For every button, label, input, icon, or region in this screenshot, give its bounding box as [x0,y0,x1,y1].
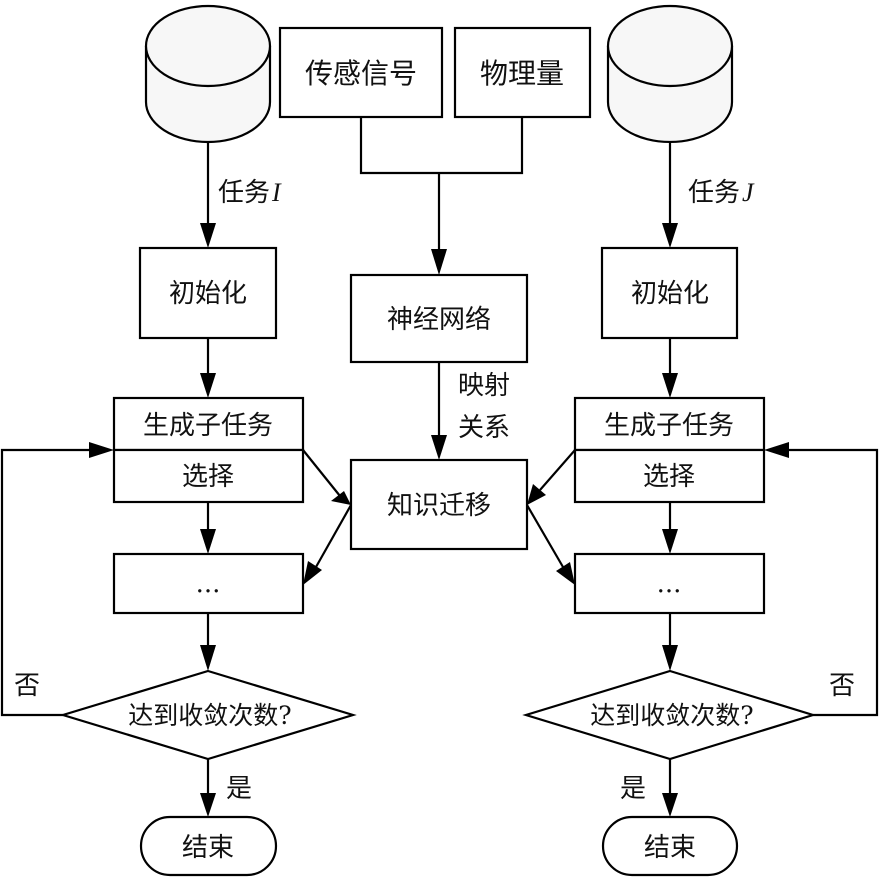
left-ellipsis-label: ... [196,569,221,599]
mapping-label-line1: 映射 [458,371,510,401]
right-init-box [600,246,739,340]
task-j-label: 任务J [688,178,755,208]
sensor-signal-label: 传感信号 [305,57,417,90]
neural-network-label: 神经网络 [387,305,491,335]
right-decision-label: 达到收敛次数? [590,701,753,730]
left-to-transfer-line [302,449,341,497]
transfer-to-left-line [315,504,352,568]
arrowhead-icon [556,562,575,585]
right-no-loop-line [786,448,879,717]
left-decision-label: 达到收敛次数? [128,701,291,730]
mapping-label-line2: 关系 [458,413,510,443]
arrowhead-icon [662,223,678,248]
arrowhead-icon [200,373,216,398]
left-no-label: 否 [14,671,40,701]
physical-quantity-label: 物理量 [480,57,564,90]
arrowhead-icon [200,223,216,248]
left-generate-subtask-box [112,396,305,452]
arrowhead-icon [89,442,114,458]
transfer-to-right-line [526,504,564,568]
arrowhead-icon [303,561,322,585]
right-init-label: 初始化 [631,279,709,309]
task-j-database-icon [606,4,734,144]
left-ellipsis-box [112,552,305,615]
right-yes-label: 是 [620,774,646,804]
left-init-label: 初始化 [169,279,247,309]
arrowhead-icon [331,491,351,505]
right-select-label: 选择 [643,462,695,492]
left-yes-label: 是 [226,774,252,804]
arrowhead-icon [527,484,546,505]
left-select-label: 选择 [182,462,234,492]
task-i-label: 任务I [218,178,282,208]
right-generate-subtask-box [573,396,766,452]
right-ellipsis-box [573,552,766,615]
right-to-transfer-line [539,449,576,491]
arrowhead-icon [431,249,447,275]
right-ellipsis-label: ... [657,569,682,599]
left-no-loop-line [0,448,92,717]
arrowhead-icon [764,442,789,458]
right-no-label: 否 [829,671,855,701]
left-generate-subtask-label: 生成子任务 [143,411,273,441]
sensor-signal-box [278,26,444,119]
arrowhead-icon [431,435,447,460]
knowledge-transfer-box [349,458,529,551]
task-i-database-icon [144,4,272,144]
arrowhead-icon [662,373,678,398]
right-end-label: 结束 [644,833,696,863]
arrowhead-icon [200,793,216,817]
arrowhead-icon [662,793,678,817]
right-select-box [573,448,766,504]
right-end-terminal [601,815,739,877]
knowledge-transfer-label: 知识迁移 [387,491,491,521]
input-merge-connector [359,117,524,175]
arrowhead-icon [662,529,678,554]
arrowhead-icon [200,529,216,554]
arrowhead-icon [662,645,678,671]
left-end-label: 结束 [182,833,234,863]
physical-quantity-box [453,26,592,119]
right-generate-subtask-label: 生成子任务 [604,411,734,441]
left-end-terminal [139,815,278,877]
arrowhead-icon [200,645,216,671]
left-select-box [112,448,305,504]
